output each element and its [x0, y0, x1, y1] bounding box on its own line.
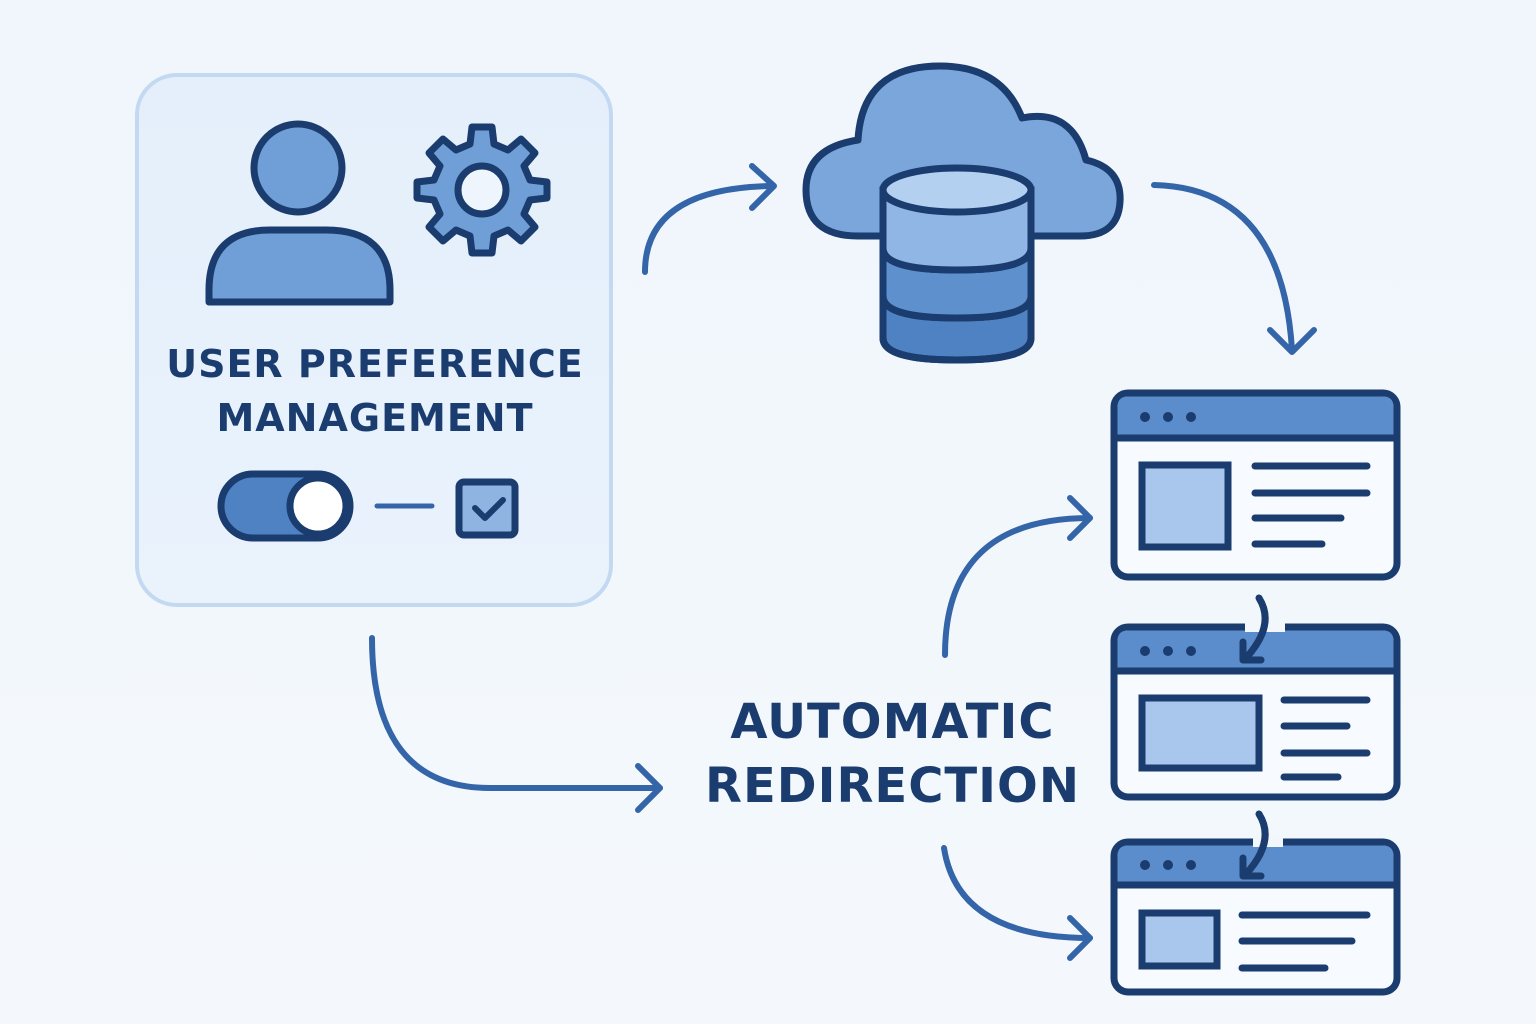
browser-window-3[interactable]	[1110, 810, 1401, 996]
text-lines	[1280, 696, 1371, 781]
redirection-title-line-2: REDIRECTION	[704, 758, 1080, 814]
arrow-cloud-to-windows	[1151, 182, 1317, 355]
preference-card-title: USER PREFERENCE MANAGEMENT	[140, 337, 610, 445]
window-dots-icon	[1140, 412, 1196, 422]
image-placeholder	[1138, 461, 1232, 551]
database-icon	[879, 164, 1035, 364]
redirect-arrow-icon	[1239, 594, 1269, 664]
browser-window-1[interactable]	[1110, 389, 1401, 581]
arrow-card-to-redirection	[369, 635, 663, 813]
arrow-redirection-to-window-1	[942, 495, 1093, 658]
window-dots-icon	[1140, 860, 1196, 870]
image-placeholder	[1138, 909, 1221, 970]
preference-title-line-1: USER PREFERENCE	[166, 342, 584, 386]
browser-window-2[interactable]	[1110, 594, 1401, 801]
text-lines	[1238, 911, 1371, 972]
preference-title-line-2: MANAGEMENT	[216, 396, 534, 440]
arrow-card-to-cloud	[642, 163, 777, 275]
gear-icon	[413, 123, 551, 257]
user-icon	[205, 120, 394, 306]
window-dots-icon	[1140, 646, 1196, 656]
checkbox-checked-icon[interactable]	[455, 478, 519, 539]
toggle-switch-icon[interactable]	[217, 470, 354, 542]
image-placeholder	[1138, 694, 1263, 772]
arrow-redirection-to-window-3	[941, 845, 1093, 961]
redirect-arrow-icon	[1239, 810, 1269, 880]
redirection-title: AUTOMATIC REDIRECTION	[700, 690, 1085, 818]
redirection-title-line-1: AUTOMATIC	[730, 694, 1055, 750]
text-lines	[1251, 462, 1371, 548]
